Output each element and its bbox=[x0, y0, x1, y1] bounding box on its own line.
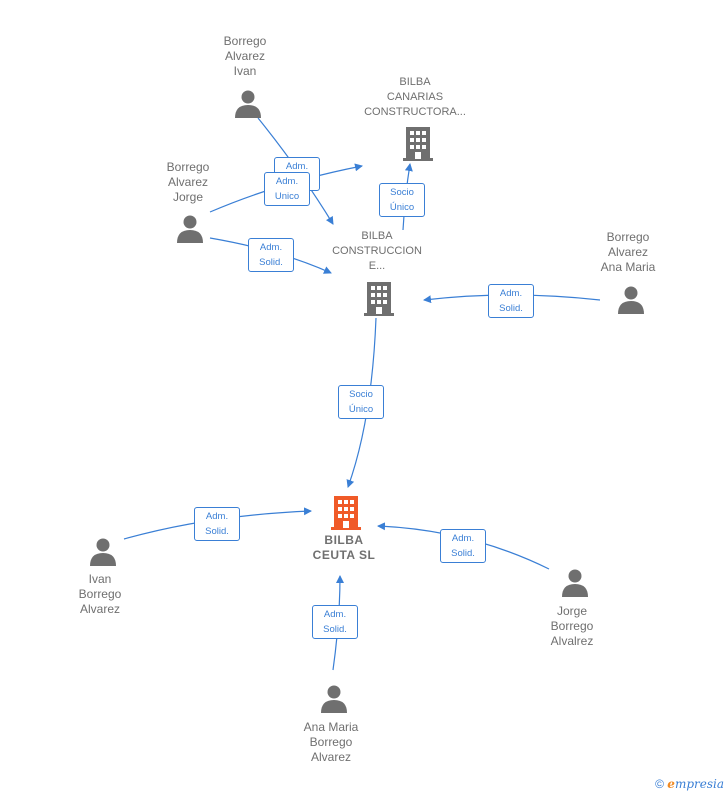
edge-label-socio-canarias: Socio Único bbox=[379, 183, 425, 217]
footer-brand[interactable]: © empresia bbox=[655, 777, 724, 791]
person-icon bbox=[618, 286, 644, 314]
edge-label-jorge-adm-unico: Adm. Unico bbox=[264, 172, 310, 206]
edge-label-ana-adm-solid: Adm. Solid. bbox=[488, 284, 534, 318]
person-icon bbox=[90, 538, 116, 566]
edge-label-ana-bottom-adm: Adm. Solid. bbox=[312, 605, 358, 639]
main-company-label-ceuta[interactable]: BILBA CEUTA SL bbox=[312, 533, 376, 562]
person-icon bbox=[177, 215, 203, 243]
edge-label-socio-ceuta: Socio Único bbox=[338, 385, 384, 419]
person-label-ivan-bottom[interactable]: Ivan Borrego Alvarez bbox=[78, 572, 122, 616]
building-icon bbox=[403, 127, 433, 161]
edge-label-jorge-bottom-adm: Adm. Solid. bbox=[440, 529, 486, 563]
company-label-canarias[interactable]: BILBA CANARIAS CONSTRUCTORA... bbox=[364, 76, 466, 118]
person-label-jorge-bottom[interactable]: Jorge Borrego Alvalrez bbox=[550, 604, 594, 648]
building-icon bbox=[364, 282, 394, 316]
edge-label-jorge-adm-solid: Adm. Solid. bbox=[248, 238, 294, 272]
person-icon bbox=[562, 569, 588, 597]
main-company-building-icon bbox=[331, 496, 361, 530]
person-label-ana-right[interactable]: Borrego Alvarez Ana Maria bbox=[600, 230, 656, 274]
person-icon bbox=[235, 90, 261, 118]
empresia-logo: empresia bbox=[667, 777, 724, 791]
person-icon bbox=[321, 685, 347, 713]
company-label-construccion[interactable]: BILBA CONSTRUCCION E... bbox=[332, 230, 422, 272]
person-label-ivan-top[interactable]: Borrego Alvarez Ivan bbox=[223, 34, 267, 78]
person-label-ana-bottom[interactable]: Ana Maria Borrego Alvarez bbox=[303, 720, 359, 764]
edge-label-ivan-bottom-adm: Adm. Solid. bbox=[194, 507, 240, 541]
copyright-symbol: © bbox=[655, 777, 664, 791]
person-label-jorge-left[interactable]: Borrego Alvarez Jorge bbox=[166, 160, 210, 204]
